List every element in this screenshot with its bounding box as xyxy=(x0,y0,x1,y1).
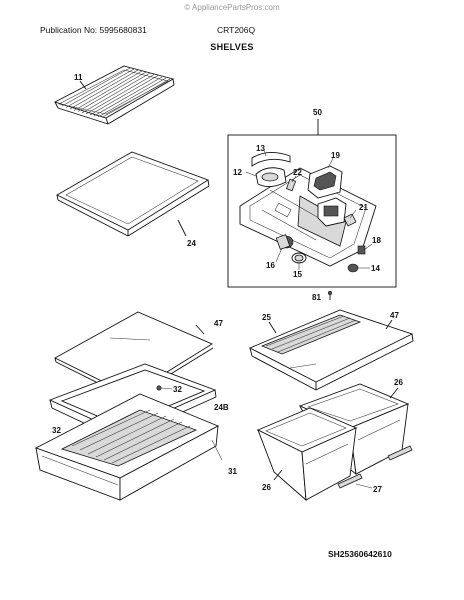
section-title: SHELVES xyxy=(210,42,254,52)
part-label-47-left: 47 xyxy=(214,319,223,328)
glass-shelf-illustration xyxy=(56,151,210,237)
part-label-22: 22 xyxy=(293,168,302,177)
control-assembly-illustration xyxy=(227,119,397,300)
crisper-assembly-left-illustration xyxy=(34,311,223,501)
part-label-25: 25 xyxy=(262,313,271,322)
wire-shelf-illustration xyxy=(53,65,175,125)
watermark: © AppliancePartsPros.com xyxy=(184,3,280,12)
pan-assembly-right-illustration xyxy=(248,309,414,502)
part-label-16: 16 xyxy=(266,261,275,270)
part-label-13: 13 xyxy=(256,144,265,153)
part-label-81: 81 xyxy=(312,293,321,302)
part-label-24: 24 xyxy=(187,239,196,248)
part-label-24b: 24B xyxy=(214,403,229,412)
part-label-15: 15 xyxy=(293,270,302,279)
diagram-code: SH25360642610 xyxy=(328,549,392,559)
part-label-19: 19 xyxy=(331,151,340,160)
publication-number: Publication No: 5995680831 xyxy=(40,25,147,35)
part-label-12: 12 xyxy=(233,168,242,177)
part-label-27: 27 xyxy=(373,485,382,494)
part-label-26-left: 26 xyxy=(262,483,271,492)
part-label-21: 21 xyxy=(359,203,368,212)
part-label-31: 31 xyxy=(228,467,237,476)
part-label-50: 50 xyxy=(313,108,322,117)
part-label-18: 18 xyxy=(372,236,381,245)
part-label-11: 11 xyxy=(74,73,83,82)
part-label-26-right: 26 xyxy=(394,378,403,387)
part-label-32-right: 32 xyxy=(173,385,182,394)
part-label-14: 14 xyxy=(371,264,380,273)
part-label-47-right: 47 xyxy=(390,311,399,320)
model-number: CRT206Q xyxy=(217,25,256,35)
part-label-32-left: 32 xyxy=(52,426,61,435)
